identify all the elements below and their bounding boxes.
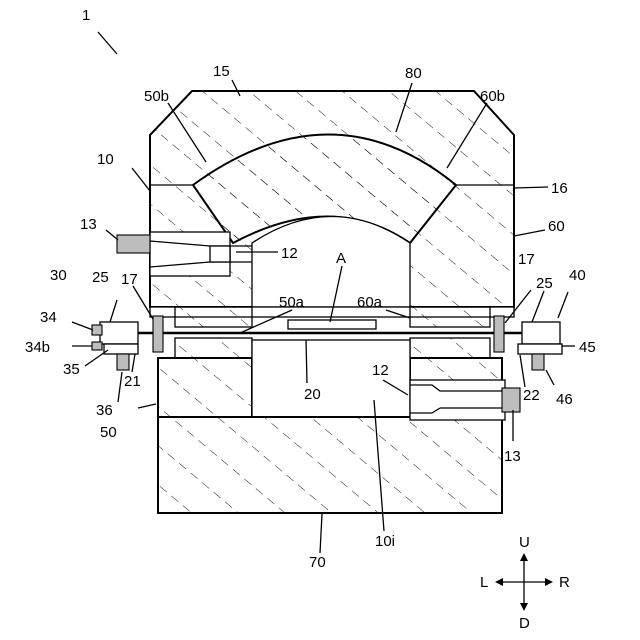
label-35: 35 xyxy=(63,361,80,378)
direction-rose xyxy=(495,553,553,611)
label-13-bottom: 13 xyxy=(504,448,521,465)
label-40: 40 xyxy=(569,267,586,284)
label-34b: 34b xyxy=(25,339,50,356)
direction-right: R xyxy=(559,574,570,591)
seal-17-left xyxy=(153,316,163,352)
label-10i: 10i xyxy=(375,533,395,550)
label-15: 15 xyxy=(213,63,230,80)
flange-50a-upper xyxy=(175,307,252,327)
label-80: 80 xyxy=(405,65,422,82)
label-22: 22 xyxy=(523,387,540,404)
burner-pipe-left xyxy=(117,235,150,253)
label-60b: 60b xyxy=(480,88,505,105)
label-16: 16 xyxy=(551,180,568,197)
direction-up: U xyxy=(519,534,530,551)
label-50: 50 xyxy=(100,424,117,441)
label-50a: 50a xyxy=(279,294,305,311)
label-36: 36 xyxy=(96,402,113,419)
flange-60a-lower xyxy=(410,338,490,358)
label-12-bottom: 12 xyxy=(372,362,389,379)
wall-50 xyxy=(158,358,252,417)
label-50b: 50b xyxy=(144,88,169,105)
label-21: 21 xyxy=(124,373,141,390)
label-A: A xyxy=(336,250,346,267)
cavity xyxy=(252,217,410,308)
burner-pipe-right xyxy=(502,388,520,412)
label-45: 45 xyxy=(579,339,596,356)
lower-body xyxy=(158,340,520,513)
plate-A xyxy=(288,320,376,329)
label-13-top: 13 xyxy=(80,216,97,233)
label-60: 60 xyxy=(548,218,565,235)
direction-down: D xyxy=(519,615,530,632)
flange-50a-lower xyxy=(175,338,252,358)
label-10: 10 xyxy=(97,151,114,168)
burner-port-right xyxy=(410,380,505,420)
label-46: 46 xyxy=(556,391,573,408)
seal-17-right xyxy=(494,316,504,352)
label-60a: 60a xyxy=(357,294,383,311)
clamp-40 xyxy=(522,322,560,344)
label-1: 1 xyxy=(82,7,90,24)
clamp-30 xyxy=(100,322,138,344)
label-12-top: 12 xyxy=(281,245,298,262)
label-17-right: 17 xyxy=(518,251,535,268)
upper-body xyxy=(117,91,514,307)
label-70: 70 xyxy=(309,554,326,571)
direction-left: L xyxy=(480,574,488,591)
label-17-left: 17 xyxy=(121,271,138,288)
label-34: 34 xyxy=(40,309,57,326)
flange-60a-upper xyxy=(410,307,490,327)
label-25-left: 25 xyxy=(92,269,109,286)
base-70 xyxy=(158,417,502,513)
label-30: 30 xyxy=(50,267,67,284)
label-20: 20 xyxy=(304,386,321,403)
label-25-right: 25 xyxy=(536,275,553,292)
